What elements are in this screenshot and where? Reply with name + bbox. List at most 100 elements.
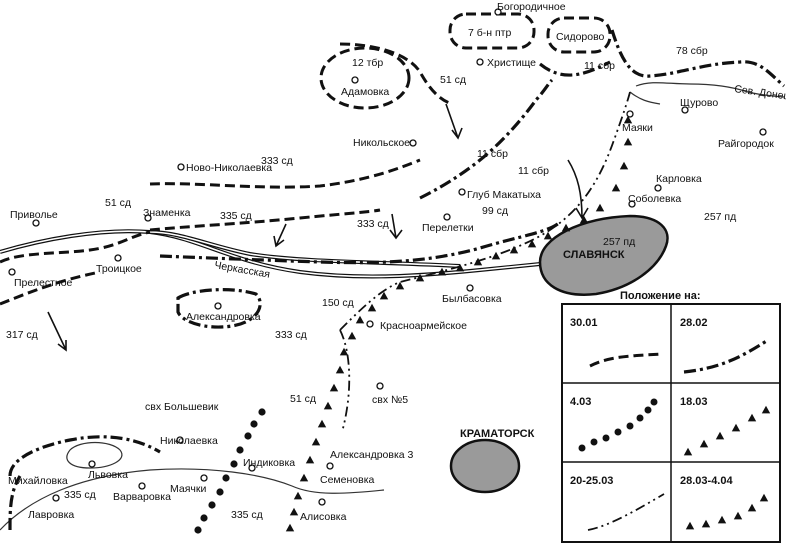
legend-date-3: 4.03	[570, 396, 591, 408]
unit-335sd-mid: 335 сд	[220, 210, 252, 222]
place-sobolevka: Соболевка	[628, 193, 681, 205]
place-pereletki: Перелетки	[422, 222, 474, 234]
legend-date-6: 28.03-4.04	[680, 475, 733, 487]
place-privolye: Приволье	[10, 209, 58, 221]
front-line-20-25-03-south	[339, 329, 351, 433]
legend-sample-18-03	[683, 405, 771, 456]
front-line-317	[0, 270, 101, 306]
unit-99sd: 99 сд	[482, 205, 508, 217]
kramatorsk-city-area	[449, 438, 521, 494]
place-nikolaevka: Николаевка	[160, 435, 218, 447]
unit-78sbr: 78 сбр	[676, 45, 708, 57]
place-znamenka: Знаменка	[143, 207, 191, 219]
place-mayaki: Маяки	[622, 122, 653, 134]
river-label: Сев. Донец	[734, 83, 786, 103]
unit-11sbr-b: 11 сбр	[518, 165, 549, 177]
front-triangles-18-03	[285, 115, 633, 532]
place-svkh-bolshevik: свх Большевик	[145, 401, 219, 413]
front-ring-aleksandrovka	[176, 288, 262, 329]
unit-12tbr: 12 тбр	[352, 57, 383, 69]
arrow-335	[273, 223, 287, 248]
river-south	[0, 468, 385, 531]
legend-sample-30-01	[589, 352, 663, 368]
river-seversky-donets	[635, 82, 785, 98]
front-line-mikhaylovka	[8, 475, 22, 531]
rail-label: Черкасская	[213, 259, 270, 281]
place-semenovka: Семеновка	[320, 474, 375, 486]
place-indikovka: Индиковка	[243, 457, 295, 469]
place-mikhaylovka: Михайловка	[8, 475, 68, 487]
place-adamovka: Адамовка	[341, 86, 389, 98]
arrow-north-makatykha	[445, 103, 463, 140]
front-ring-sidorovo	[546, 16, 612, 54]
front-line-north	[339, 42, 453, 106]
unit-51sd-left: 51 сд	[105, 197, 131, 209]
front-ring-12tbr	[319, 46, 411, 110]
unit-7bn-ptr: 7 б-н птр	[468, 27, 511, 39]
unit-257pd-east: 257 пд	[704, 211, 736, 223]
place-krasnoarmeyskoe: Красноармейское	[380, 320, 467, 332]
unit-333sd-mid: 333 сд	[357, 218, 389, 230]
unit-sidorovo: Сидорово	[556, 31, 605, 43]
legend-title: Положение на:	[620, 290, 701, 302]
place-varvarovka: Варваровка	[113, 491, 171, 503]
place-svkh-5: свх №5	[372, 394, 408, 406]
unit-335sd-bottom: 335 сд	[231, 509, 263, 521]
legend-date-2: 28.02	[680, 317, 708, 329]
unit-257pd-city: 257 пд	[603, 236, 635, 248]
unit-335sd-sw: 335 сд	[64, 489, 96, 501]
unit-150sd: 150 сд	[322, 297, 354, 309]
place-nikolskoe: Никольское	[353, 137, 410, 149]
unit-333sd-top: 333 сд	[261, 155, 293, 167]
front-line-east-upper	[610, 29, 786, 88]
city-slavyansk: СЛАВЯНСК	[563, 249, 625, 261]
place-prelestnoe: Прелестное	[14, 277, 73, 289]
front-line-makatykha	[419, 78, 554, 200]
unit-333sd-low: 333 сд	[275, 329, 307, 341]
city-kramatorsk: КРАМАТОРСК	[460, 428, 535, 440]
place-raygorodok: Райгородок	[718, 138, 774, 150]
front-line-51-west	[0, 230, 151, 264]
place-karlovka: Карловка	[656, 173, 702, 185]
legend-sample-28-03-4-04	[685, 493, 769, 530]
front-ring-7bn	[448, 12, 536, 50]
legend-sample-4-03	[578, 398, 658, 452]
unit-317sd: 317 сд	[6, 329, 38, 341]
arrow-317	[47, 311, 67, 352]
arrow-slavyansk	[567, 159, 589, 220]
place-khristishche: Христище	[487, 57, 536, 69]
slavyansk-city-area	[538, 214, 669, 296]
place-troitskoe: Троицкое	[96, 263, 142, 275]
river-lvovka-bend	[66, 441, 123, 469]
legend: Положение на: 30.01 28.02 4.03 18.03 20-…	[561, 290, 781, 543]
unit-51sd-low: 51 сд	[290, 393, 316, 405]
unit-11sbr-a: 11 сбр	[477, 148, 508, 160]
arrow-333	[389, 213, 403, 240]
front-line-335	[149, 208, 381, 232]
place-glub-makatykha: Глуб Макатыха	[467, 189, 541, 201]
front-line-center-south	[159, 220, 562, 265]
front-dots-4-03	[194, 408, 266, 534]
legend-date-1: 30.01	[570, 317, 598, 329]
place-mayachki: Маячки	[170, 483, 206, 495]
place-lavrovka: Лавровка	[28, 509, 74, 521]
front-line-sidorovo-south	[539, 60, 611, 77]
river-branch	[629, 91, 661, 105]
place-novo-nikolaevka: Ново-Николаевка	[186, 162, 272, 174]
place-aleksandrovka: Александровка	[186, 311, 261, 323]
legend-sample-28-02	[683, 338, 769, 374]
place-aleksandrovka-3: Александровка 3	[330, 449, 414, 461]
place-bylbasovka: Былбасовка	[442, 293, 502, 305]
railway-cherkasskaya-inner	[149, 231, 461, 267]
place-bogorodichnoe: Богородичное	[497, 1, 566, 13]
place-alisovka: Алисовка	[300, 511, 347, 523]
unit-11sbr-top: 11 сбр	[584, 60, 615, 72]
front-line-lvovka-ring	[8, 435, 161, 477]
place-lvovka: Львовка	[88, 469, 128, 481]
railway-inner	[0, 230, 561, 278]
town-markers	[8, 8, 767, 506]
legend-date-5: 20-25.03	[570, 475, 613, 487]
legend-sample-20-25-03	[587, 493, 665, 531]
